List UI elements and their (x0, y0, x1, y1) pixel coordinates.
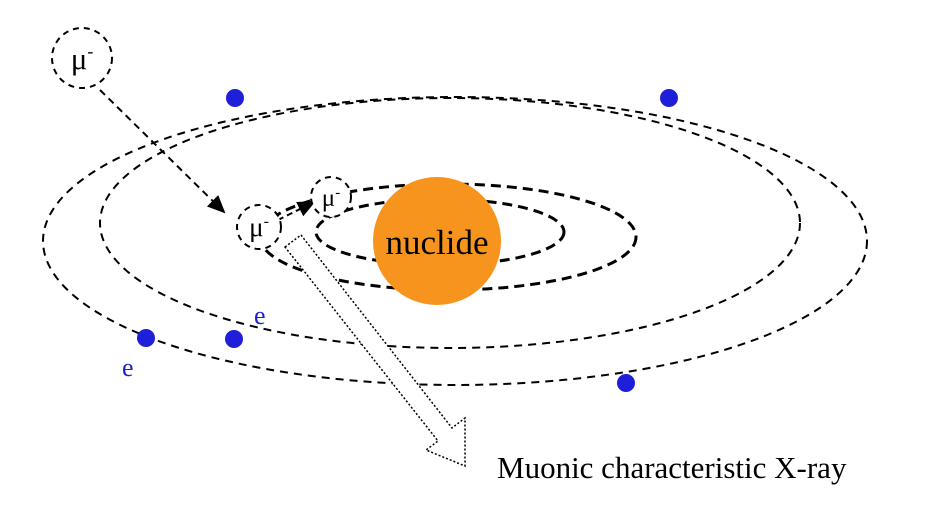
electron (226, 89, 244, 107)
xray-emission-arrow (283, 233, 466, 468)
xray-caption: Muonic characteristic X-ray (497, 450, 847, 485)
muon-capture-arrow (99, 89, 226, 214)
outer-electron-orbit (42, 96, 868, 386)
electron (660, 89, 678, 107)
nucleus-label: nuclide (385, 223, 488, 262)
inner-electron-orbit (99, 97, 801, 349)
electron (617, 374, 635, 392)
nucleus (373, 177, 501, 305)
inner-orbit-muon (310, 176, 352, 218)
muon-transition-arrow (277, 201, 316, 221)
electron-label: e (254, 301, 266, 330)
inner-orbit-muon-symbol: μ- (322, 185, 340, 212)
electron-label: e (122, 353, 134, 382)
free-muon (51, 27, 113, 89)
electron (137, 329, 155, 347)
outer-orbit-muon (236, 204, 282, 250)
electron (225, 330, 243, 348)
outer-orbit-muon-symbol: μ- (249, 212, 269, 242)
free-muon-symbol: μ- (71, 41, 94, 76)
